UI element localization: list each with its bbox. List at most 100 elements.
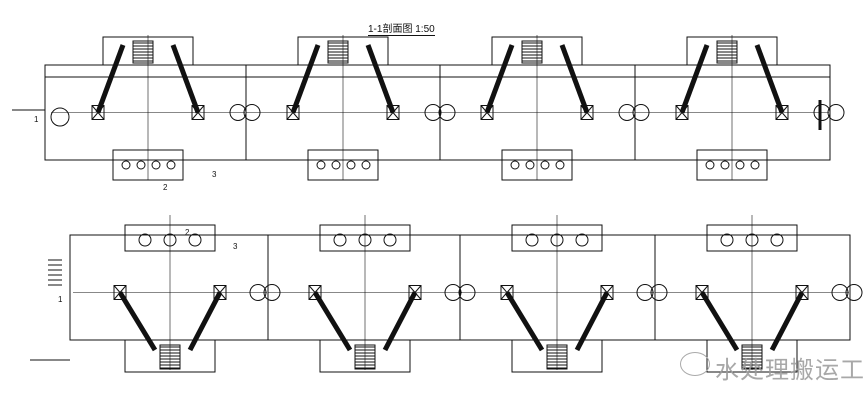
pipe-circle	[745, 233, 759, 247]
grille	[546, 344, 568, 370]
valve-x	[91, 105, 105, 120]
valve	[91, 105, 105, 120]
valve	[600, 285, 614, 300]
pipe	[754, 44, 785, 114]
pipe-circle	[636, 284, 654, 301]
outlet-box	[501, 149, 573, 181]
pipe-circle	[831, 284, 849, 301]
pipe-circle	[358, 233, 372, 247]
section-marker-3-lower: 3	[233, 242, 238, 251]
pipe-circle	[540, 160, 550, 170]
valve-x	[386, 105, 400, 120]
pipe	[679, 44, 710, 114]
valve	[580, 105, 594, 120]
inlet-box	[706, 224, 798, 252]
grille	[159, 344, 181, 370]
grille	[354, 344, 376, 370]
pipe	[170, 44, 201, 114]
outlet-box	[124, 339, 216, 373]
pipe-circle	[316, 160, 326, 170]
wechat-icon	[680, 352, 710, 376]
pipe	[769, 291, 805, 352]
inlet-box	[102, 36, 194, 66]
valve-x	[675, 105, 689, 120]
pipe-circle	[346, 160, 356, 170]
pipe-circle	[510, 160, 520, 170]
valve	[408, 285, 422, 300]
pipe-circle	[720, 160, 730, 170]
pipe-circle	[575, 233, 589, 247]
inlet-box	[511, 224, 603, 252]
pipe-circle	[525, 160, 535, 170]
valve-x	[213, 285, 227, 300]
valve	[213, 285, 227, 300]
section-marker-1: 1	[34, 115, 39, 124]
pipe	[559, 44, 590, 114]
valve-x	[480, 105, 494, 120]
outlet-box	[696, 149, 768, 181]
pipe	[382, 291, 418, 352]
valve	[500, 285, 514, 300]
inlet-box	[297, 36, 389, 66]
pipe-circle	[121, 160, 131, 170]
pipe-circle	[361, 160, 371, 170]
pipe-circle	[188, 233, 202, 247]
pipe-circle	[555, 160, 565, 170]
pipe-circle	[138, 233, 152, 247]
pipe	[574, 291, 610, 352]
section-marker-2-lower: 2	[185, 228, 190, 237]
pipe-circle	[720, 233, 734, 247]
pipe-circle	[750, 160, 760, 170]
inlet-box	[319, 224, 411, 252]
pipe	[365, 44, 396, 114]
valve	[795, 285, 809, 300]
pipe-circle	[50, 107, 70, 127]
valve-x	[113, 285, 127, 300]
pipe-circle	[525, 233, 539, 247]
pipe	[95, 44, 126, 114]
pipe	[484, 44, 515, 114]
valve-x	[695, 285, 709, 300]
valve	[695, 285, 709, 300]
valve	[286, 105, 300, 120]
pipe-circle	[333, 233, 347, 247]
pipe	[312, 291, 353, 352]
pipe	[290, 44, 321, 114]
valve	[113, 285, 127, 300]
pipe	[699, 291, 740, 352]
pipe-circle	[151, 160, 161, 170]
valve-x	[795, 285, 809, 300]
section-marker-3: 3	[212, 170, 217, 179]
valve	[191, 105, 205, 120]
pipe-circle	[735, 160, 745, 170]
valve	[386, 105, 400, 120]
pipe-circle	[550, 233, 564, 247]
pipe-circle	[166, 160, 176, 170]
drawing-title: 1-1剖面图 1:50	[368, 24, 435, 36]
valve-x	[191, 105, 205, 120]
section-marker-2: 2	[163, 183, 168, 192]
outlet-box	[319, 339, 411, 373]
pipe-circle	[163, 233, 177, 247]
valve-x	[580, 105, 594, 120]
section-marker-1-lower: 1	[58, 295, 63, 304]
pipe-circle	[331, 160, 341, 170]
valve-x	[500, 285, 514, 300]
valve	[480, 105, 494, 120]
valve-x	[408, 285, 422, 300]
pipe-circle	[813, 104, 831, 121]
valve-x	[286, 105, 300, 120]
pipe-circle	[136, 160, 146, 170]
pipe-circle	[705, 160, 715, 170]
pipe	[187, 291, 223, 352]
pipe-circle	[845, 284, 863, 301]
pipe-circle	[770, 233, 784, 247]
valve-x	[775, 105, 789, 120]
pipe-circle	[249, 284, 267, 301]
outlet-box	[511, 339, 603, 373]
pipe	[504, 291, 545, 352]
inlet-box	[686, 36, 778, 66]
valve	[308, 285, 322, 300]
pipe	[117, 291, 158, 352]
